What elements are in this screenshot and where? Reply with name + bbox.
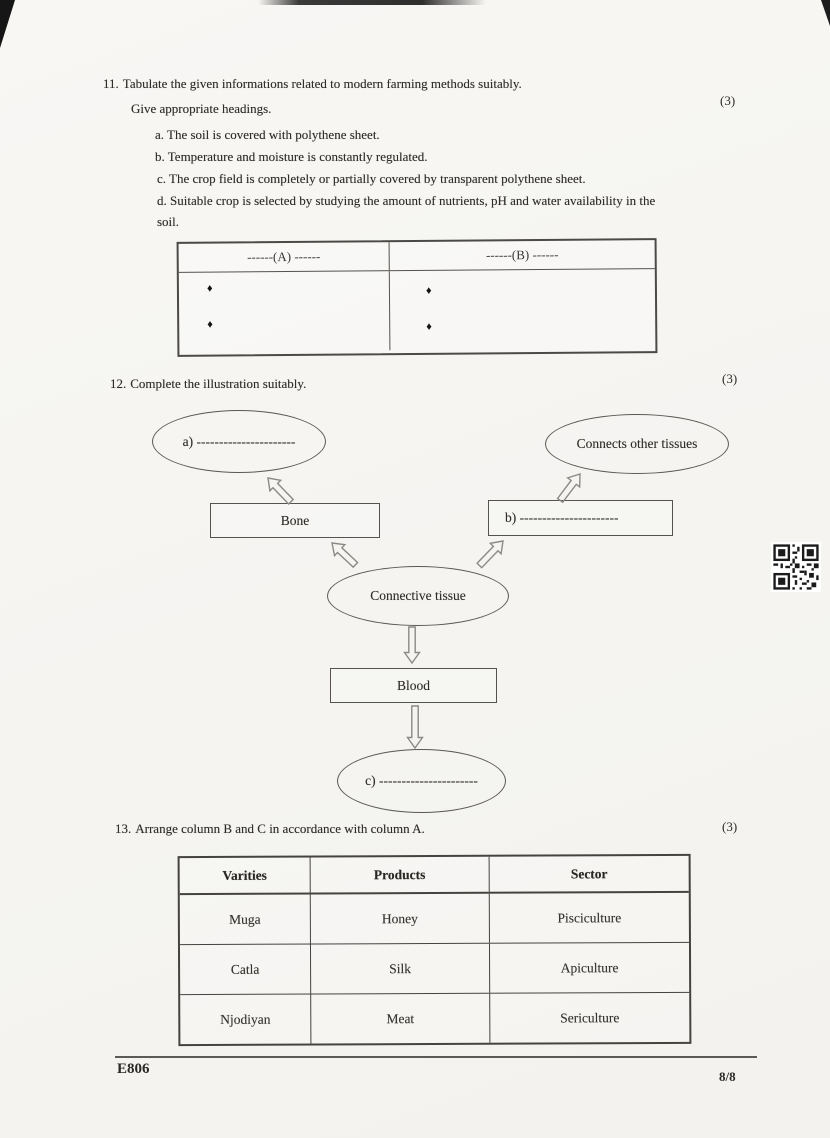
diagram-arrows: [267, 473, 581, 750]
scan-artifact-top-strip: [258, 0, 486, 5]
question-13-line: 13.Arrange column B and C in accordance …: [115, 819, 425, 839]
q11-table-header-a: ------(A) ------: [178, 242, 390, 272]
q11-table-cell-b: ♦ ♦: [390, 269, 656, 350]
question-12-line: 12.Complete the illustration suitably.: [110, 374, 306, 394]
q11-table-cell-a: ♦ ♦: [178, 271, 391, 352]
question-11-item-c: c. The crop field is completely or parti…: [157, 171, 586, 186]
question-12-text: Complete the illustration suitably.: [130, 376, 307, 391]
question-11-item-b: b. Temperature and moisture is constantl…: [155, 149, 428, 164]
q13-cell-product-3: Meat: [311, 993, 491, 1044]
question-12-marks: (3): [722, 371, 738, 386]
q13-cell-sector-2: Apiculture: [560, 959, 619, 975]
q11-table: ------(A) ------ ------(B) ------ ♦ ♦ ♦ …: [176, 238, 658, 357]
question-11-number: 11.: [103, 76, 119, 91]
diagram-ellipse-connective-tissue: Connective tissue: [327, 566, 509, 626]
question-11-item-a: a. The soil is covered with polythene sh…: [155, 127, 380, 142]
q13-header-varities: Varities: [179, 857, 311, 894]
qr-code: [771, 542, 821, 592]
question-13-number: 13.: [115, 821, 132, 836]
question-11-text: Tabulate the given informations related …: [122, 76, 522, 91]
q13-header-products: Products: [310, 856, 490, 893]
bullet-icon: ♦: [426, 320, 432, 333]
q11-table-header-row: ------(A) ------ ------(B) ------: [178, 240, 655, 273]
arrow-connective-to-b-icon: [476, 540, 504, 569]
q13-cell-variety-2: Catla: [179, 944, 312, 995]
bullet-icon: ♦: [206, 282, 213, 295]
q13-cell-variety-1: Muga: [179, 894, 311, 945]
diagram-box-bone: Bone: [210, 503, 380, 538]
bullet-icon: ♦: [207, 318, 213, 331]
footer-paper-code: E806: [117, 1061, 150, 1077]
qr-modules: [773, 544, 819, 590]
question-13-marks: (3): [722, 819, 738, 834]
q13-header-sector: Sector: [570, 865, 608, 881]
scan-artifact-top-right: [821, 0, 830, 26]
q13-table: Varities Products Sector Muga Honey Pisc…: [177, 853, 692, 1047]
q13-table-header-row: Varities Products Sector: [179, 855, 689, 896]
question-11-item-d: d. Suitable crop is selected by studying…: [157, 193, 656, 229]
arrow-bone-to-a-icon: [267, 477, 295, 505]
table-row: Njodiyan Meat Sericulture: [180, 993, 689, 1045]
question-11-marks: (3): [720, 93, 736, 108]
scan-artifact-top-left: [0, 0, 15, 48]
table-row: Catla Silk Apiculture: [179, 942, 690, 996]
diagram-box-blood: Blood: [330, 668, 497, 703]
bullet-icon: ♦: [425, 284, 432, 297]
q13-cell-product-2: Silk: [310, 943, 491, 994]
diagram-ellipse-c: c) ----------------------: [337, 749, 506, 813]
question-12-number: 12.: [110, 376, 127, 391]
arrow-connective-to-blood-icon: [403, 626, 421, 665]
q13-cell-product-1: Honey: [310, 893, 490, 944]
arrow-b-to-connects-icon: [556, 473, 581, 504]
arrow-blood-to-c-icon: [406, 705, 424, 750]
arrow-connective-to-bone-icon: [331, 542, 359, 569]
q11-table-header-b: ------(B) ------: [485, 246, 559, 263]
footer-divider: [115, 1056, 757, 1058]
question-11-line: 11.Tabulate the given informations relat…: [103, 74, 522, 94]
q13-cell-variety-3: Njodiyan: [180, 994, 312, 1045]
q11-table-body-row: ♦ ♦ ♦ ♦: [178, 269, 656, 352]
table-row: Muga Honey Pisciculture: [179, 892, 689, 946]
diagram-box-b: b) ----------------------: [488, 500, 673, 536]
diagram-ellipse-connects-other-tissues: Connects other tissues: [545, 414, 729, 474]
footer-page-number: 8/8: [719, 1069, 736, 1084]
diagram-ellipse-a: a) ----------------------: [152, 410, 326, 473]
q13-cell-sector-3: Sericulture: [560, 1009, 620, 1025]
q13-cell-sector-1: Pisciculture: [557, 909, 622, 925]
question-11-subtext: Give appropriate headings.: [131, 101, 272, 116]
question-13-text: Arrange column B and C in accordance wit…: [135, 821, 425, 836]
